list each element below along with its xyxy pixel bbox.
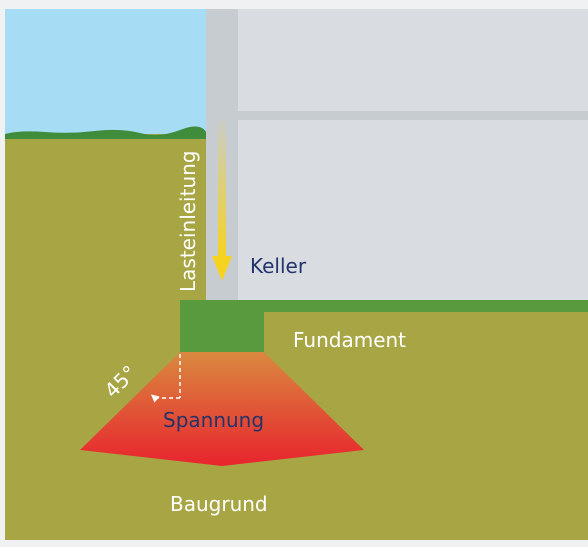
- subsoil-label: Baugrund: [170, 492, 268, 516]
- load-arrow-shaft: [218, 120, 226, 258]
- grass-line: [5, 126, 206, 139]
- angle-arrow-icon: [150, 394, 160, 403]
- foundation-footing: [180, 300, 264, 352]
- floor-slab: [238, 111, 588, 120]
- load-path-label: Lasteinleitung: [176, 150, 200, 292]
- basement-label: Keller: [250, 254, 307, 278]
- stress-distribution-area: [80, 352, 364, 466]
- stress-label: Spannung: [163, 408, 264, 432]
- foundation-slab-top: [180, 300, 588, 312]
- load-arrow-icon: [212, 256, 232, 281]
- building-interior: [206, 9, 588, 301]
- foundation-label: Fundament: [293, 328, 406, 352]
